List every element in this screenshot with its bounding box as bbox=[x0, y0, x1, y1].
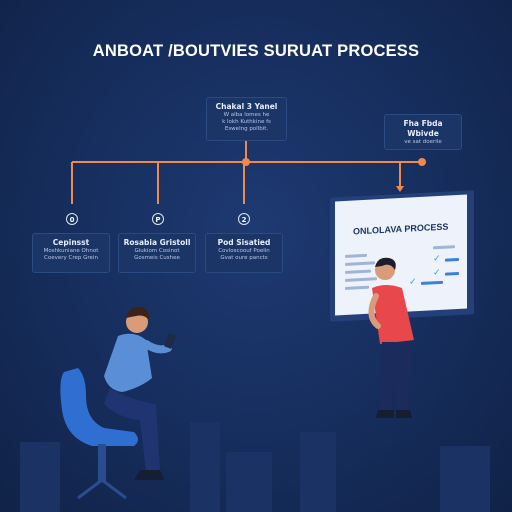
step-3-number: 2 bbox=[238, 213, 250, 225]
top-box-heading: Chakal 3 Yanel bbox=[215, 102, 278, 111]
skyline-building bbox=[20, 442, 60, 512]
top-box-line: Eswelng pollbit. bbox=[224, 126, 269, 132]
skyline-building bbox=[226, 452, 272, 512]
step-3-line: Covloscoouf Poelin bbox=[218, 248, 270, 254]
step-3-heading: Pod Sisatied bbox=[217, 238, 271, 247]
step-1-number: 0 bbox=[66, 213, 78, 225]
step-1-heading: Cepinsst bbox=[52, 238, 90, 247]
step-2-line: Giukiom Cosinot bbox=[134, 248, 180, 254]
step-2-heading: Rosabia Gristoll bbox=[123, 238, 191, 247]
diagram-title: ANBOAT /BOUTVIES SURUAT PROCESS bbox=[92, 42, 420, 60]
step-1-line: Moshkuniane Ohnot bbox=[43, 248, 99, 254]
step-3-box: Pod Sisatied Covloscoouf Poelin Gvat our… bbox=[205, 233, 283, 273]
top-info-box: Chakal 3 Yanel W alba lomes he k lokh Ku… bbox=[206, 97, 287, 141]
right-box-heading: Fha Fbda Wbivde bbox=[403, 119, 443, 138]
step-1-box: Cepinsst Moshkuniane Ohnot Coevery Crep … bbox=[32, 233, 110, 273]
skyline-building bbox=[440, 446, 490, 512]
skyline-building bbox=[300, 432, 336, 512]
standing-person bbox=[368, 257, 414, 418]
junction-dot bbox=[242, 158, 250, 166]
right-info-box: Fha Fbda Wbivde ve sat doerile bbox=[384, 114, 462, 150]
phone-icon bbox=[164, 333, 176, 349]
step-1-line: Coevery Crep Grein bbox=[44, 255, 98, 261]
right-box-line: ve sat doerile bbox=[404, 139, 442, 145]
step-2-box: Rosabia Gristoll Giukiom Cosinot Gosmeis… bbox=[118, 233, 196, 273]
end-dot bbox=[418, 158, 426, 166]
top-box-line: k lokh Kuthkine fs bbox=[222, 119, 271, 125]
step-2-number: P bbox=[152, 213, 164, 225]
step-3-line: Gvat oure pancts bbox=[220, 255, 268, 261]
chair-icon bbox=[60, 368, 138, 500]
top-box-line: W alba lomes he bbox=[223, 112, 270, 118]
step-2-line: Gosmeis Cushee bbox=[134, 255, 180, 261]
screen-arrow-icon bbox=[396, 186, 404, 192]
skyline-building bbox=[190, 422, 220, 512]
seated-person bbox=[104, 306, 176, 480]
